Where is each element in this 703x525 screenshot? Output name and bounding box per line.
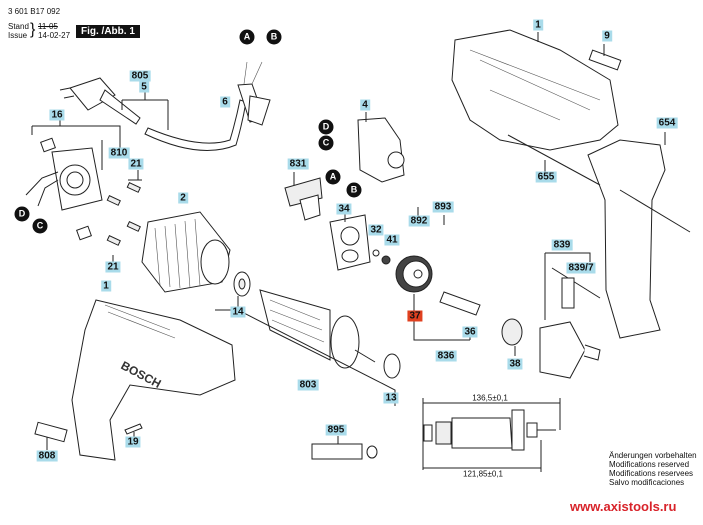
stand-label: Stand (8, 22, 29, 31)
modification-notes: Änderungen vorbehalten Modifications res… (609, 451, 697, 487)
brush-holder (25, 137, 103, 241)
issue-label: Issue (8, 31, 28, 40)
part-label-13[interactable]: 13 (383, 392, 399, 404)
stator (141, 211, 231, 293)
part-label-16[interactable]: 16 (49, 109, 65, 121)
part-label-37-highlighted[interactable]: 37 (407, 310, 423, 322)
armature (259, 289, 376, 369)
connector-c-brush: C (32, 218, 48, 234)
housing-top (451, 29, 622, 151)
part-label-654[interactable]: 654 (656, 117, 678, 129)
part-label-655[interactable]: 655 (535, 171, 557, 183)
spindle-36 (439, 291, 481, 316)
note-es: Salvo modificaciones (609, 478, 685, 487)
part-label-19[interactable]: 19 (125, 436, 141, 448)
part-label-831[interactable]: 831 (287, 158, 309, 170)
armature-dimension-drawing (422, 398, 561, 472)
part-label-2[interactable]: 2 (178, 192, 188, 204)
chuck-key (551, 267, 601, 309)
part-label-32[interactable]: 32 (368, 224, 384, 236)
part-label-5[interactable]: 5 (139, 81, 149, 93)
part-label-1-lower[interactable]: 1 (101, 280, 111, 292)
connector-d-brush: D (14, 206, 30, 222)
ball-32 (372, 249, 380, 257)
connector-a-switch: A (325, 169, 341, 185)
bearing-13 (383, 353, 401, 379)
connector-a-cord: A (239, 29, 255, 45)
part-label-810[interactable]: 810 (108, 147, 130, 159)
part-label-836[interactable]: 836 (435, 350, 457, 362)
note-fr: Modifications reservees (609, 469, 694, 478)
grease-tube (311, 443, 378, 460)
part-label-38[interactable]: 38 (507, 358, 523, 370)
part-label-34[interactable]: 34 (336, 203, 352, 215)
part-number: 3 601 B17 092 (8, 7, 61, 16)
note-de: Änderungen vorbehalten (609, 451, 697, 460)
part-label-21-upper[interactable]: 21 (128, 158, 144, 170)
note-en: Modifications reserved (609, 460, 690, 469)
chuck (539, 321, 601, 379)
part-label-1-upper[interactable]: 1 (533, 19, 543, 31)
part-label-808[interactable]: 808 (36, 450, 58, 462)
part-label-4[interactable]: 4 (360, 99, 370, 111)
auxiliary-handle (507, 134, 691, 339)
connector-d-switch: D (318, 119, 334, 135)
figure-label: Fig. /Abb. 1 (76, 25, 140, 38)
part-label-895[interactable]: 895 (325, 424, 347, 436)
dimension-overall: 136,5±0,1 (472, 393, 508, 403)
part-label-21-lower[interactable]: 21 (105, 261, 121, 273)
connector-b-switch: B (346, 182, 362, 198)
bearing-41 (381, 255, 391, 265)
cord-guard (237, 61, 271, 126)
ring-38 (501, 318, 523, 346)
part-label-6[interactable]: 6 (220, 96, 230, 108)
part-label-839[interactable]: 839 (551, 239, 573, 251)
watermark-url[interactable]: www.axistools.ru (570, 499, 677, 514)
part-label-36[interactable]: 36 (462, 326, 478, 338)
switch (357, 117, 405, 183)
dimension-inner: 121,85±0,1 (463, 469, 503, 479)
part-label-14[interactable]: 14 (230, 306, 246, 318)
connector-c-switch: C (318, 135, 334, 151)
label-plate-808 (34, 421, 68, 443)
gear-37 (395, 255, 433, 293)
part-label-9[interactable]: 9 (602, 30, 612, 42)
housing-lower: BOSCH (71, 299, 236, 461)
part-label-893[interactable]: 893 (432, 201, 454, 213)
part-label-803[interactable]: 803 (297, 379, 319, 391)
brush-springs (106, 181, 141, 246)
stand-date: 11-05 (38, 22, 58, 31)
brace: } (30, 21, 36, 38)
part-label-892[interactable]: 892 (408, 215, 430, 227)
power-cord (59, 77, 247, 151)
screw-19 (124, 423, 143, 435)
part-label-839-7[interactable]: 839/7 (566, 262, 596, 274)
issue-date: 14-02-27 (38, 31, 71, 40)
connector-b-cord: B (266, 29, 282, 45)
part-label-41[interactable]: 41 (384, 234, 400, 246)
part-label-805[interactable]: 805 (129, 70, 151, 82)
